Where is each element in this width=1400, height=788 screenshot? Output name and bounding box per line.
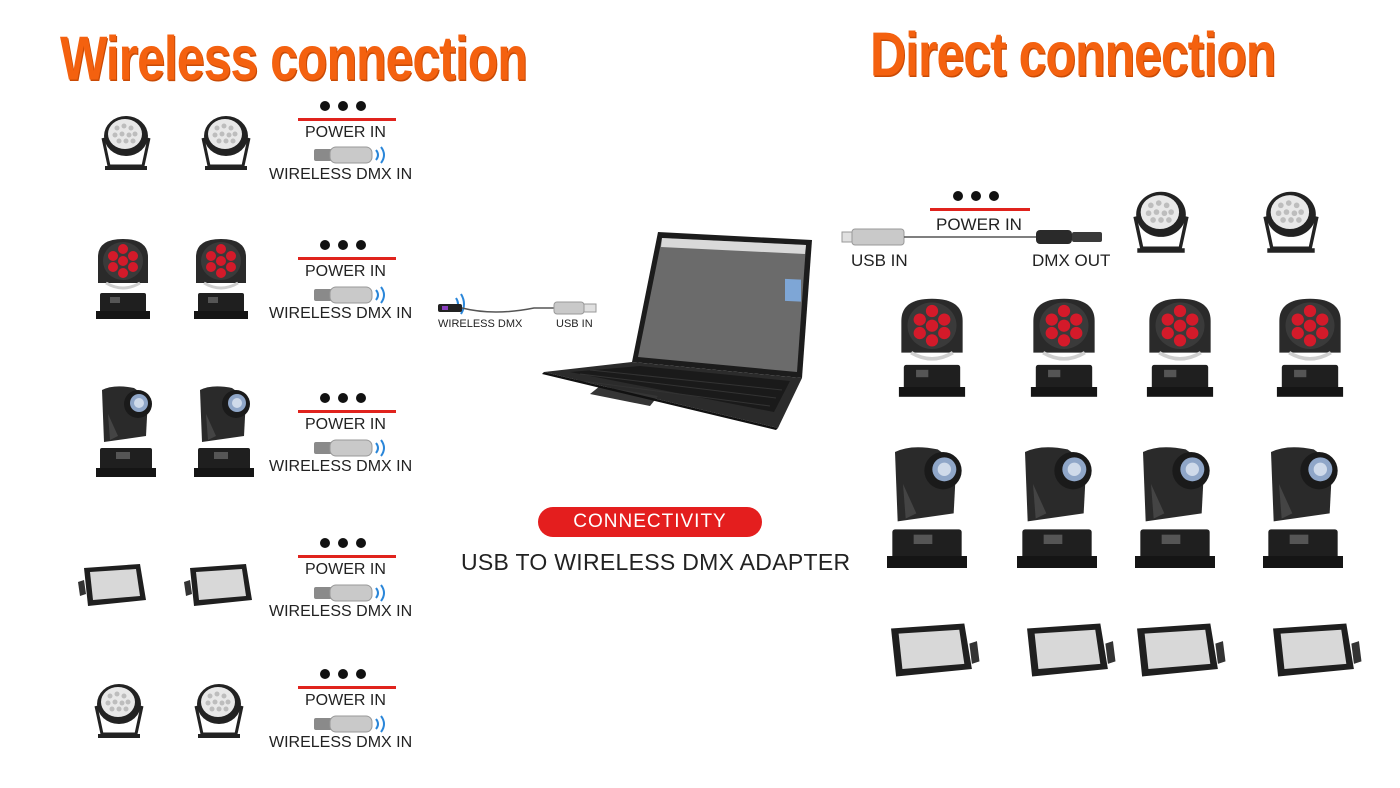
strobe-light-icon [891, 623, 980, 677]
wash-moving-head-icon [96, 239, 150, 319]
power-in-label: POWER IN [305, 561, 386, 578]
wash-moving-head-icon [194, 239, 248, 319]
wireless-dmx-receiver-icon [314, 584, 385, 602]
wireless-dmx-receiver-icon [314, 146, 385, 164]
usb-dmx-cable-icon [841, 228, 1102, 246]
divider [298, 686, 396, 689]
power-in-label: POWER IN [305, 692, 386, 709]
divider [298, 410, 396, 413]
adapter-usb-in-label: USB IN [556, 318, 593, 330]
par-light-icon [201, 116, 251, 170]
direct-usb-in-label: USB IN [851, 251, 908, 270]
beam-moving-head-icon [887, 447, 967, 568]
more-dots-icon [320, 237, 374, 255]
divider [298, 555, 396, 558]
divider [930, 208, 1030, 211]
connectivity-badge: CONNECTIVITY [538, 507, 762, 537]
divider [298, 118, 396, 121]
beam-moving-head-icon [1017, 447, 1097, 568]
par-light-icon [94, 684, 144, 738]
usb-wireless-adapter-icon [438, 293, 597, 315]
wash-moving-head-icon [1030, 298, 1098, 397]
wireless-dmx-receiver-icon [314, 715, 385, 733]
strobe-light-icon [1137, 623, 1226, 677]
beam-moving-head-icon [1263, 447, 1343, 568]
adapter-subtitle: USB TO WIRELESS DMX ADAPTER [461, 549, 851, 575]
strobe-light-icon [78, 564, 146, 606]
wash-moving-head-icon [1276, 298, 1344, 397]
par-light-icon [1263, 191, 1319, 253]
power-in-label: POWER IN [305, 263, 386, 280]
beam-moving-head-icon [1135, 447, 1215, 568]
wireless-dmx-receiver-icon [314, 439, 385, 457]
direct-dmx-out-label: DMX OUT [1032, 251, 1111, 270]
par-light-icon [1133, 191, 1189, 253]
power-in-label: POWER IN [305, 124, 386, 141]
wireless-dmx-in-label: WIRELESS DMX IN [269, 166, 413, 183]
wireless-dmx-receiver-icon [314, 286, 385, 304]
laptop-icon [542, 232, 812, 430]
strobe-light-icon [1027, 623, 1116, 677]
wireless-dmx-in-label: WIRELESS DMX IN [269, 734, 413, 751]
more-dots-icon [320, 535, 374, 553]
strobe-light-icon [184, 564, 252, 606]
more-dots-icon [953, 188, 1007, 206]
more-dots-icon [320, 666, 374, 684]
wireless-dmx-in-label: WIRELESS DMX IN [269, 458, 413, 475]
wash-moving-head-icon [898, 298, 966, 397]
beam-moving-head-icon [194, 386, 254, 477]
direct-connection-heading: Direct connection [870, 19, 1276, 90]
wireless-dmx-in-label: WIRELESS DMX IN [269, 305, 413, 322]
beam-moving-head-icon [96, 386, 156, 477]
wireless-dmx-in-label: WIRELESS DMX IN [269, 603, 413, 620]
par-light-icon [194, 684, 244, 738]
strobe-light-icon [1273, 623, 1362, 677]
wash-moving-head-icon [1146, 298, 1214, 397]
more-dots-icon [320, 98, 374, 116]
divider [298, 257, 396, 260]
power-in-label: POWER IN [305, 416, 386, 433]
wireless-connection-heading: Wireless connection [60, 23, 528, 94]
direct-power-in-label: POWER IN [936, 215, 1022, 234]
more-dots-icon [320, 390, 374, 408]
par-light-icon [101, 116, 151, 170]
adapter-wireless-dmx-label: WIRELESS DMX [438, 318, 523, 330]
